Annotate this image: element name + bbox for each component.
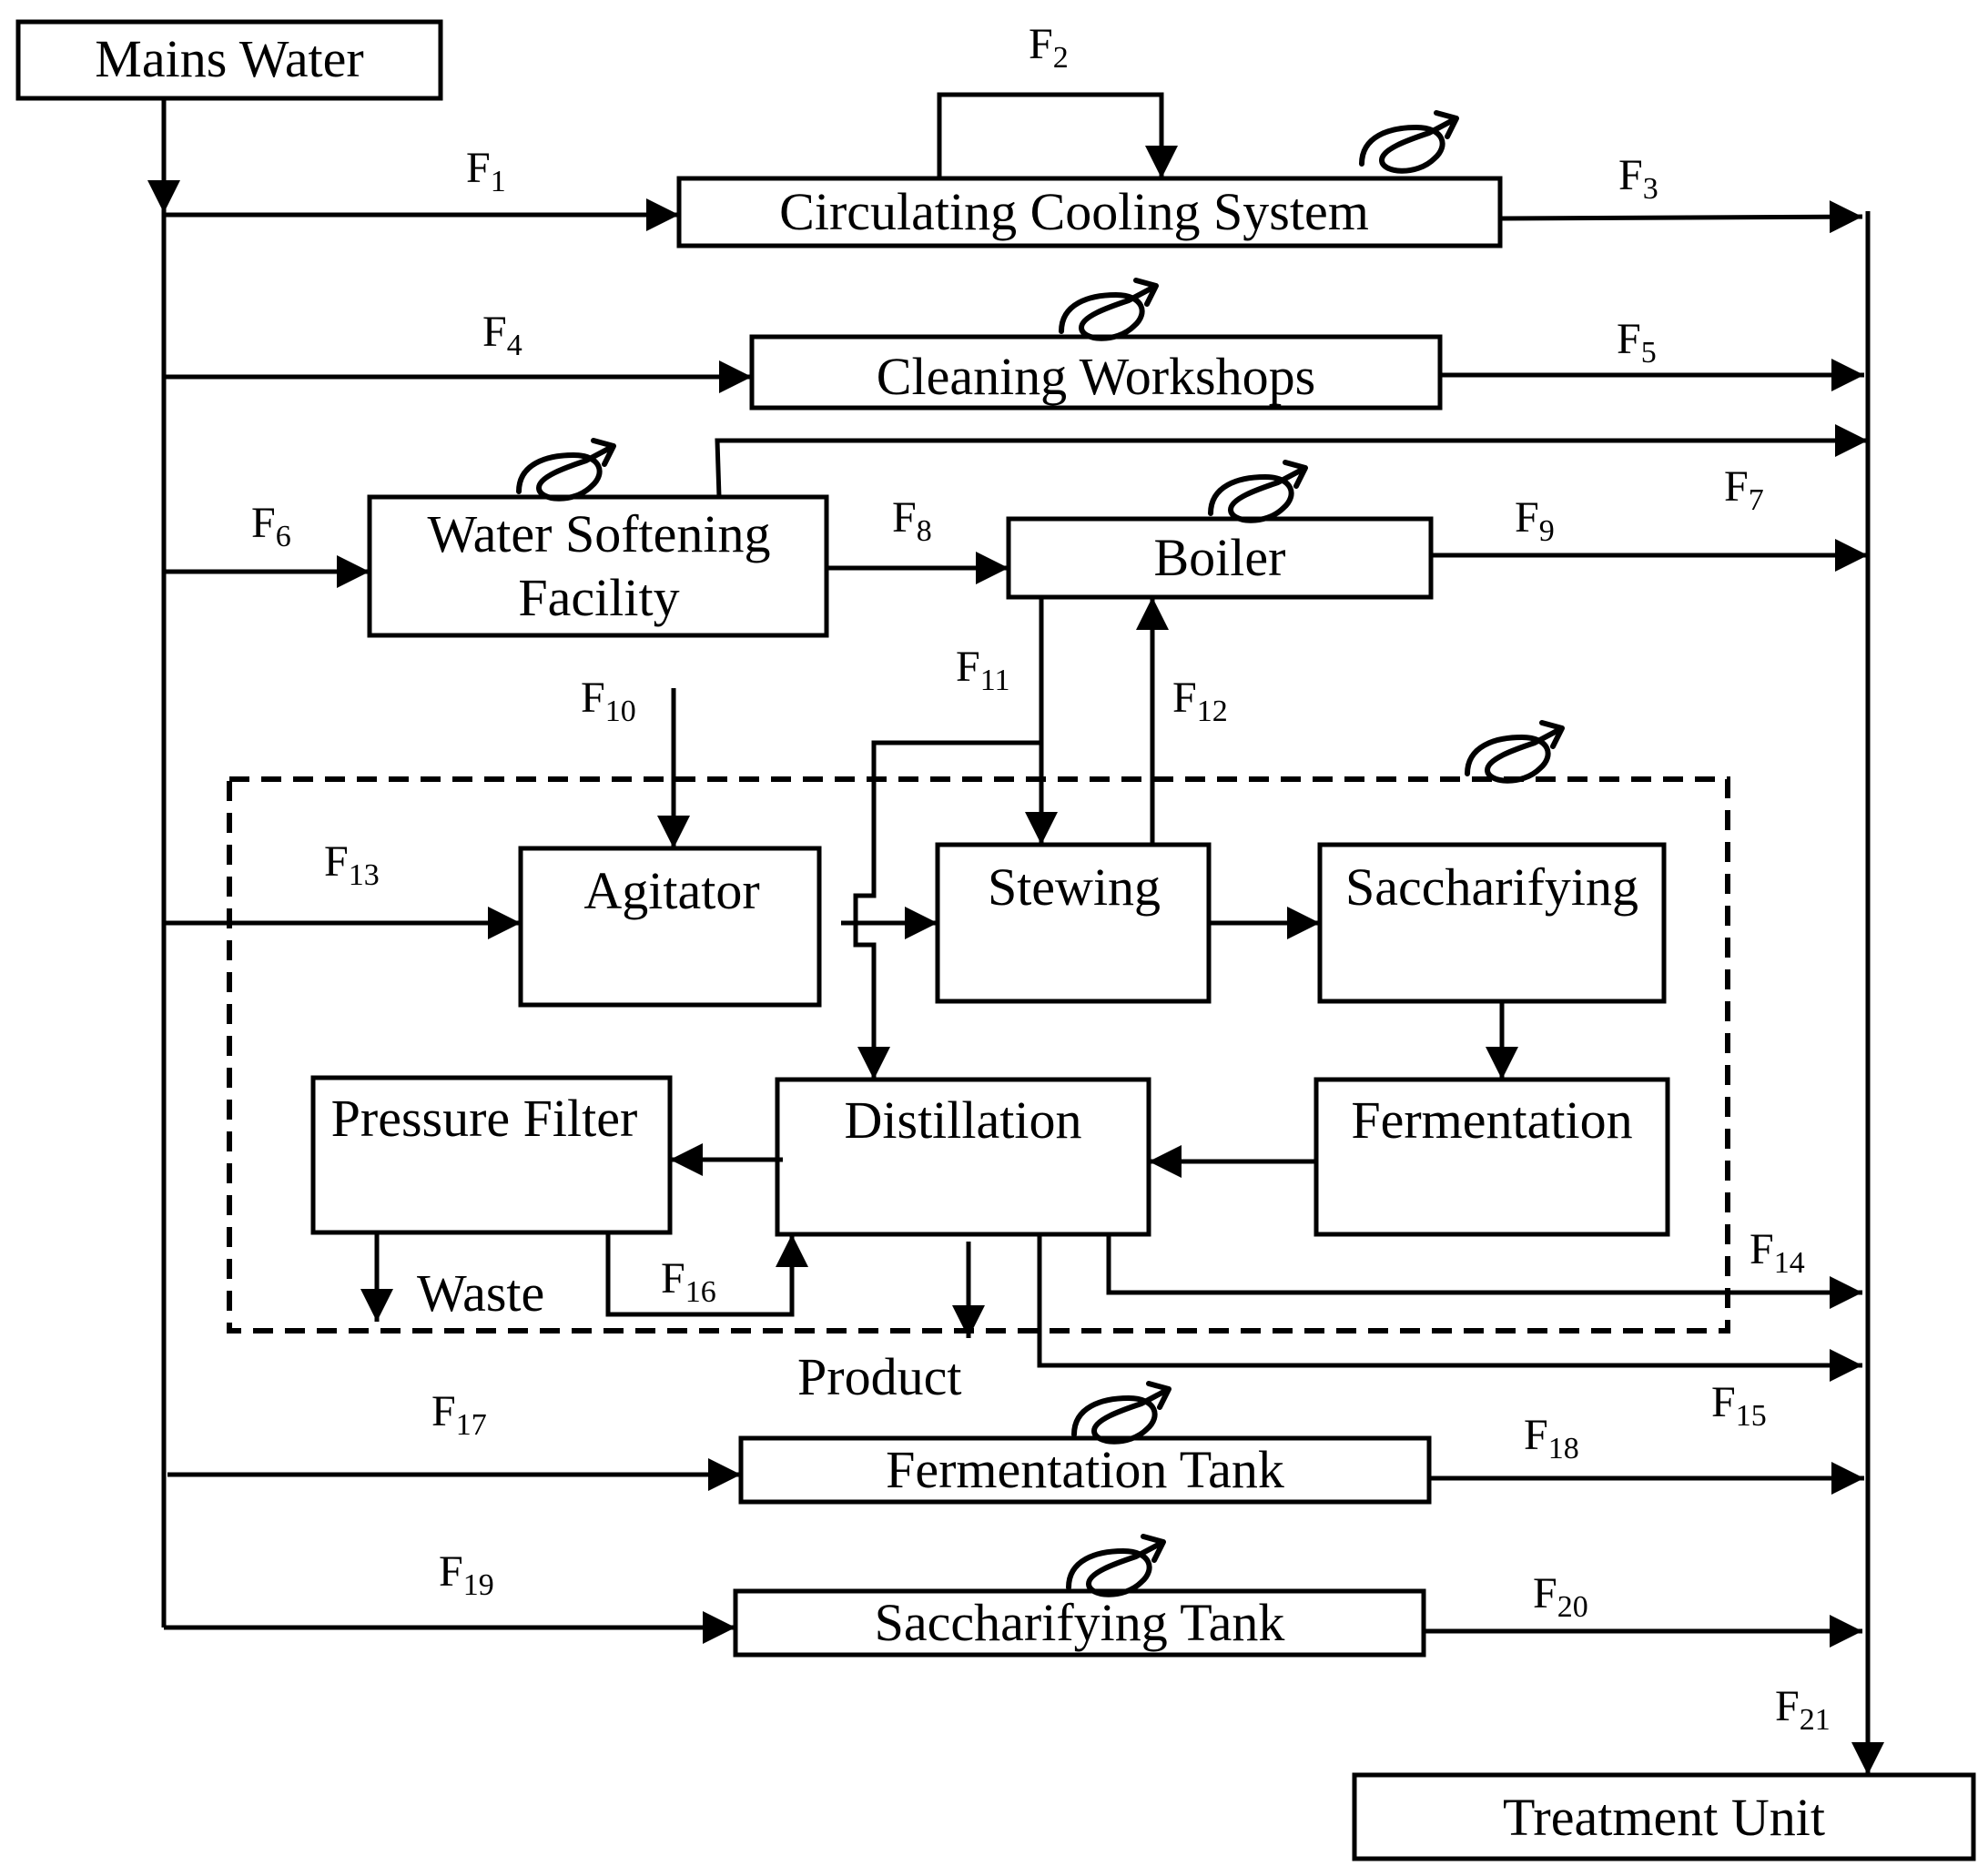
f7-arrow <box>715 424 1868 498</box>
saccharifying-tank-label: Saccharifying Tank <box>875 1593 1285 1652</box>
flow-label-f8: F8 <box>892 493 932 548</box>
flow-label-f19: F19 <box>439 1547 494 1602</box>
flow-label-f15: F15 <box>1711 1378 1767 1433</box>
distillation-label: Distillation <box>845 1090 1082 1150</box>
pressure-filter-node: Pressure Filter <box>310 1075 673 1235</box>
treatment-unit-label: Treatment Unit <box>1503 1788 1825 1847</box>
flow-label-f2: F2 <box>1029 20 1069 75</box>
water-softening-label-2: Facility <box>518 568 679 627</box>
f15-arrow <box>1037 1234 1862 1382</box>
flow-meter-icon <box>516 438 616 502</box>
flow-label-f7: F7 <box>1724 462 1764 517</box>
flow-label-f17: F17 <box>431 1387 487 1442</box>
steam-branch <box>853 740 1041 1080</box>
mains-water-node: Mains Water <box>15 19 443 101</box>
saccharifying-node: Saccharifying <box>1317 842 1667 1004</box>
flow-label-f20: F20 <box>1533 1569 1588 1624</box>
cleaning-workshops-node: Cleaning Workshops <box>749 334 1443 411</box>
connector-lines <box>147 92 1884 1775</box>
fermentation-tank-label: Fermentation Tank <box>886 1440 1284 1499</box>
agitator-node: Agitator <box>518 846 822 1008</box>
flow-label-f18: F18 <box>1524 1411 1579 1465</box>
f2-loop <box>937 92 1178 178</box>
flow-meter-icon <box>1359 110 1459 174</box>
agitator-label: Agitator <box>583 861 759 920</box>
flow-label-f10: F10 <box>581 674 636 728</box>
f3-arrow <box>1499 200 1863 234</box>
flow-label-f3: F3 <box>1618 151 1658 206</box>
flow-label-f1: F1 <box>466 144 506 198</box>
f16-arrow <box>605 1232 808 1317</box>
water-softening-label-1: Water Softening <box>427 504 770 563</box>
circulating-cooling-node: Circulating Cooling System <box>676 176 1503 248</box>
flow-meter-icon <box>1066 1534 1166 1597</box>
boiler-node: Boiler <box>1006 516 1434 600</box>
flow-label-f21: F21 <box>1775 1682 1831 1737</box>
cleaning-workshops-label: Cleaning Workshops <box>877 347 1315 406</box>
fermentation-label: Fermentation <box>1351 1090 1632 1150</box>
flow-label-f13: F13 <box>324 837 380 892</box>
flow-label-f14: F14 <box>1750 1225 1805 1280</box>
process-boundary <box>227 776 1730 1333</box>
water-softening-node: Water Softening Facility <box>367 494 829 638</box>
fermentation-tank-node: Fermentation Tank <box>738 1435 1432 1505</box>
distillation-node: Distillation <box>775 1077 1151 1237</box>
saccharifying-tank-node: Saccharifying Tank <box>733 1588 1426 1658</box>
flow-label-f16: F16 <box>661 1254 716 1309</box>
flow-meter-icon <box>1071 1381 1172 1445</box>
stewing-node: Stewing <box>935 842 1212 1004</box>
mains-water-label: Mains Water <box>95 29 363 88</box>
pressure-filter-label: Pressure Filter <box>331 1089 638 1148</box>
flow-meter-icon <box>1465 720 1565 784</box>
flow-label-f11: F11 <box>956 643 1009 697</box>
treatment-unit-node: Treatment Unit <box>1352 1772 1976 1861</box>
stewing-label: Stewing <box>988 857 1161 917</box>
flow-meter-icon <box>1208 460 1308 523</box>
flow-label-f12: F12 <box>1172 674 1228 728</box>
f14-arrow <box>1106 1234 1862 1309</box>
waste-label: Waste <box>417 1263 544 1323</box>
fermentation-node: Fermentation <box>1314 1077 1670 1237</box>
flow-label-f5: F5 <box>1617 315 1657 370</box>
product-label: Product <box>797 1347 961 1406</box>
flow-meter-icon <box>1059 278 1159 341</box>
flow-label-f4: F4 <box>482 308 522 362</box>
flow-label-f6: F6 <box>251 499 291 553</box>
saccharifying-label: Saccharifying <box>1345 857 1638 917</box>
flow-label-f9: F9 <box>1515 493 1555 548</box>
boiler-label: Boiler <box>1154 528 1286 587</box>
circulating-cooling-label: Circulating Cooling System <box>779 182 1369 241</box>
